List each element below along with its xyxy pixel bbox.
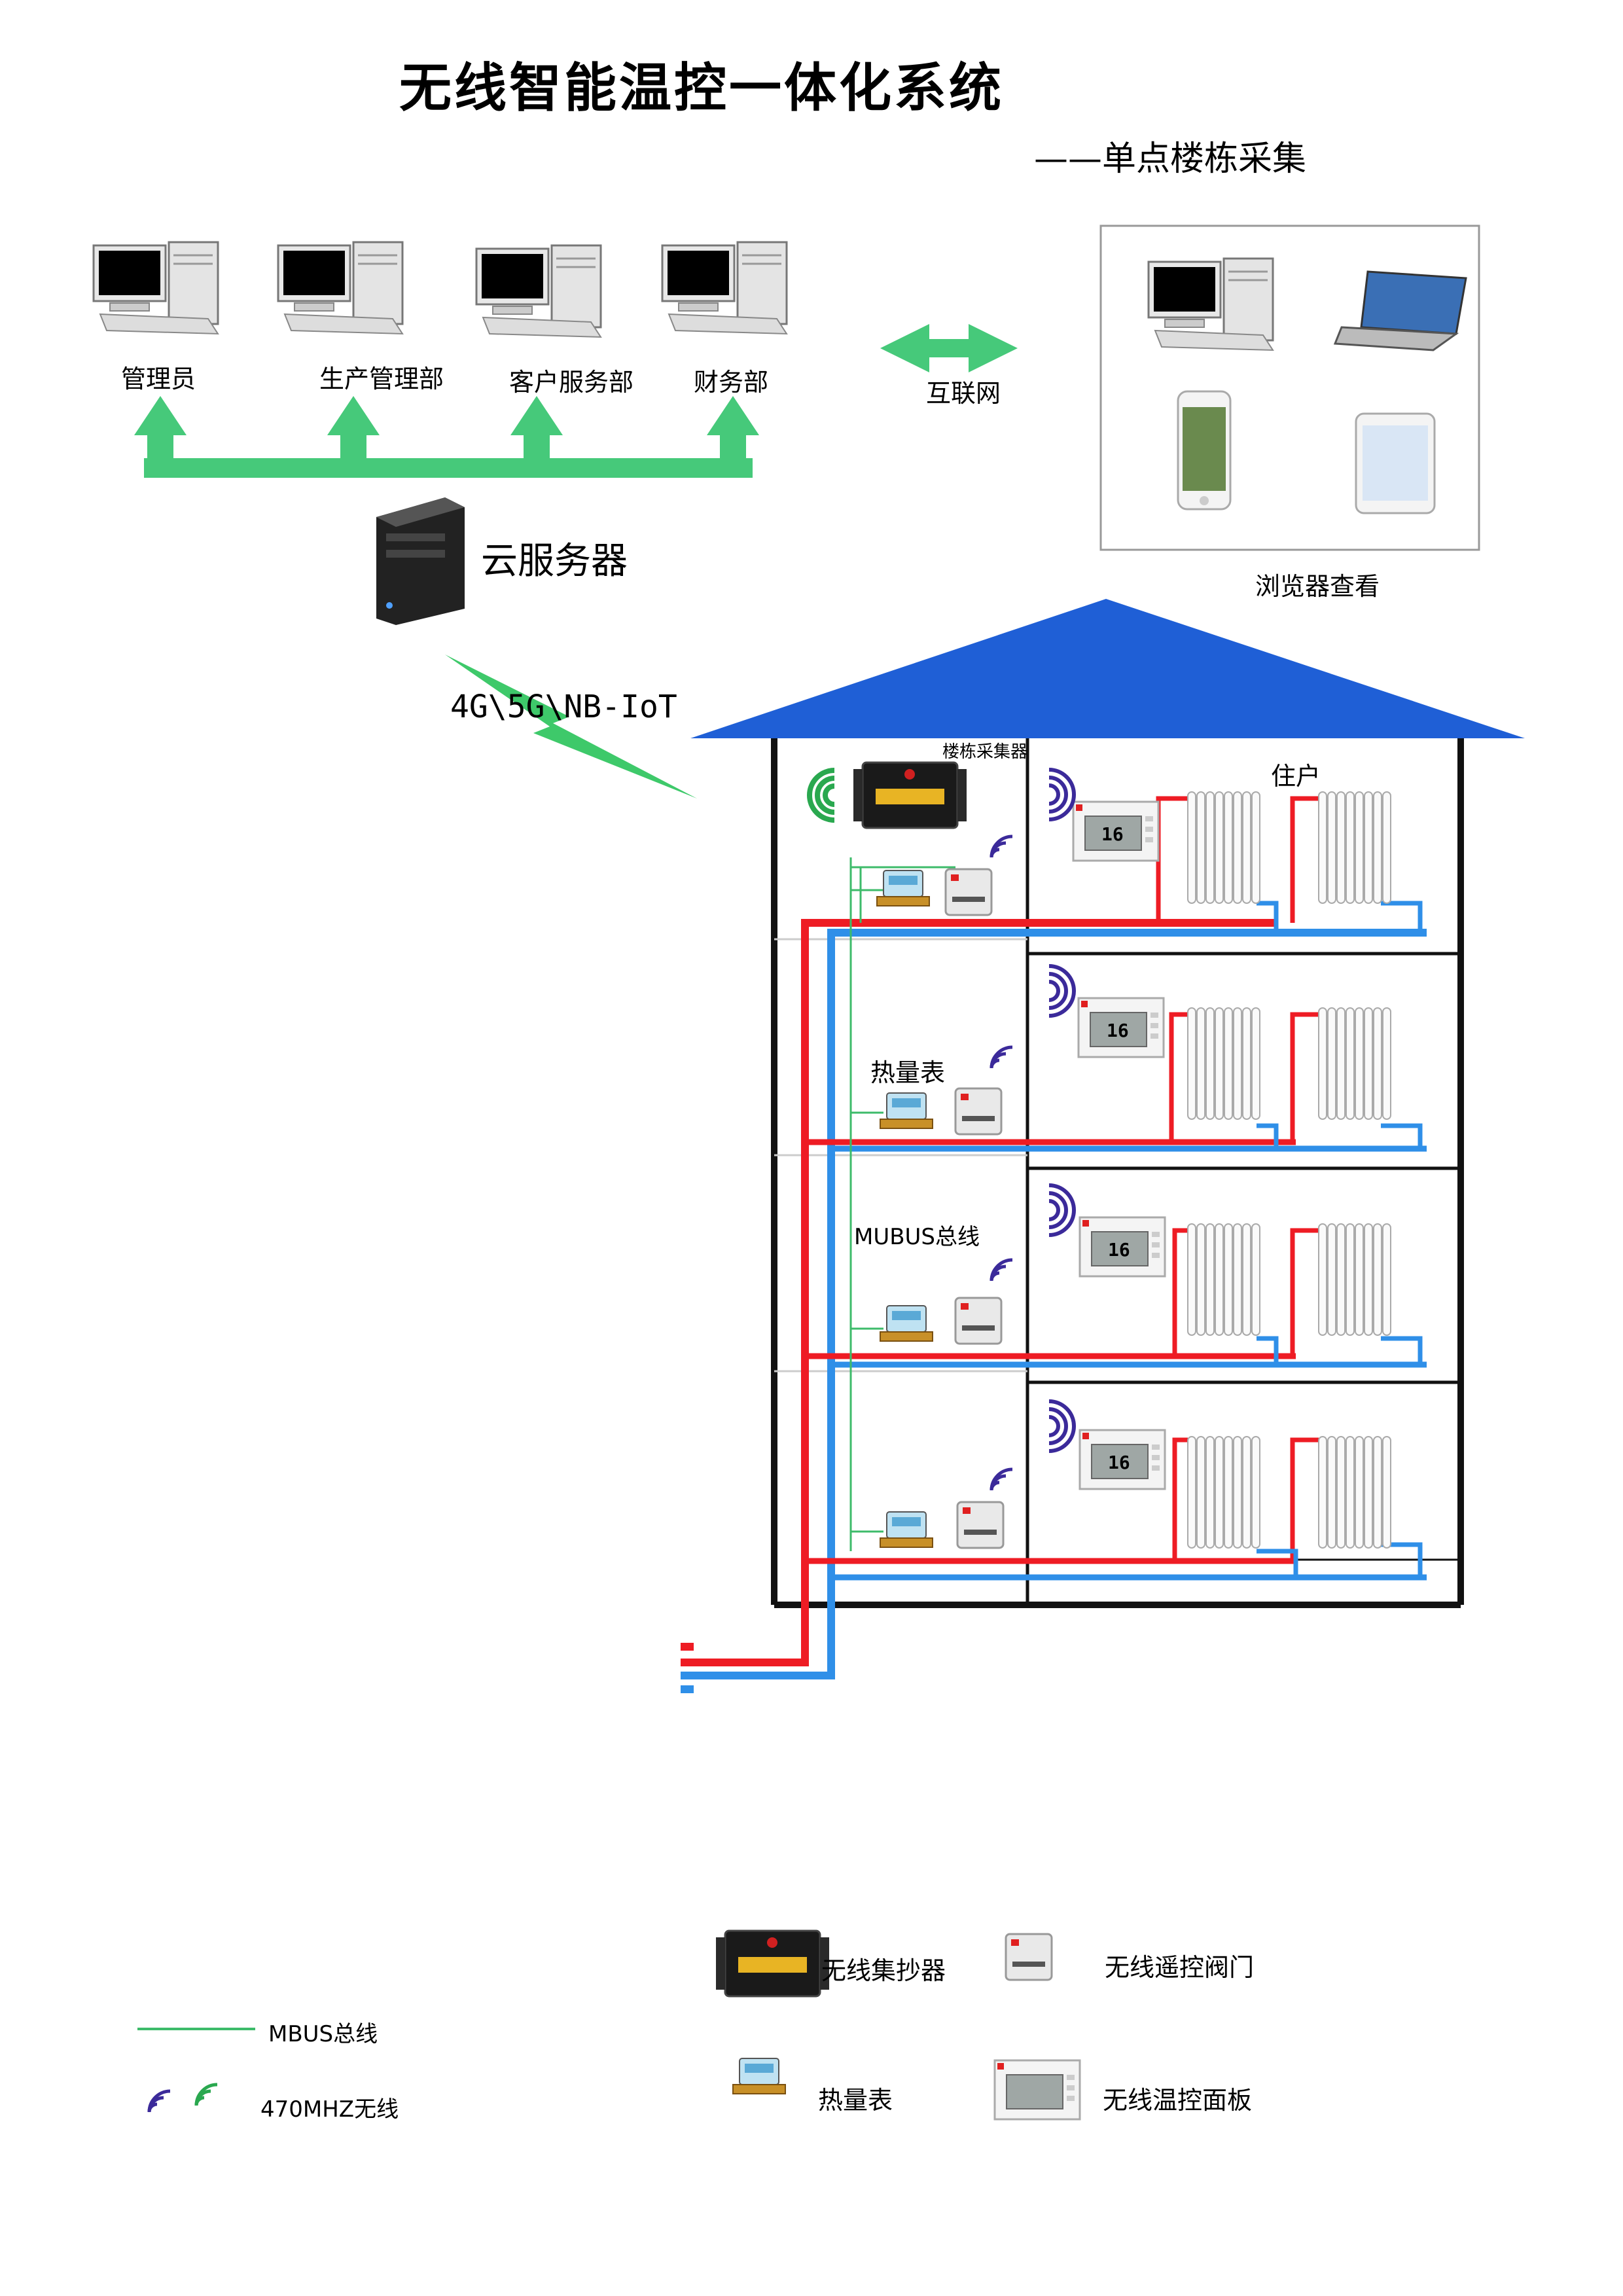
- floor-branch-pipes: [805, 1139, 1427, 1581]
- radiator-icon: [1318, 1436, 1391, 1549]
- dept-label-production: 生产管理部: [319, 365, 444, 393]
- wireless-link-bolt: [445, 655, 697, 798]
- radiator-icon: [1187, 1223, 1260, 1336]
- panel-display: 16: [1108, 1239, 1130, 1261]
- radiator-icon: [1187, 791, 1260, 904]
- radiator-icon: [1318, 791, 1391, 904]
- legend-panel-label: 无线温控面板: [1103, 2086, 1253, 2115]
- radiator-icon: [1318, 1223, 1391, 1336]
- browser-label: 浏览器查看: [1255, 572, 1380, 601]
- laptop-icon: [1333, 270, 1467, 351]
- supply-riser: [681, 919, 1276, 1666]
- comm-label: 4G\5G\NB-IoT: [450, 689, 677, 725]
- heat-meter-icon: [880, 1511, 933, 1548]
- page-subtitle: ——单点楼栋采集: [1034, 139, 1307, 179]
- heat-meter-label: 热量表: [870, 1058, 946, 1087]
- legend-mbus-label: MBUS总线: [268, 2021, 378, 2047]
- supply-inlet: [681, 1643, 694, 1651]
- legend-valve-icon: [1005, 1933, 1053, 1981]
- legend-wireless-label: 470MHZ无线: [260, 2096, 399, 2123]
- collector-wireless-icon: [807, 768, 835, 823]
- radiator-icon: [1187, 1436, 1260, 1549]
- valve-icon: [944, 868, 993, 916]
- mbus-bus-lines: [849, 857, 955, 1551]
- heat-meter-icon: [880, 1305, 933, 1342]
- resident-label: 住户: [1271, 762, 1321, 791]
- panel-display: 16: [1107, 1020, 1129, 1041]
- radiator-icon: [1318, 1007, 1391, 1120]
- pc-icon-production: [277, 241, 404, 335]
- cloud-server-label: 云服务器: [481, 540, 628, 583]
- panel-display: 16: [1101, 823, 1124, 845]
- radiator-icon: [1187, 1007, 1260, 1120]
- cloud-server-icon: [376, 497, 465, 625]
- valve-icon: [954, 1297, 1003, 1345]
- page-title: 无线智能温控一体化系统: [399, 57, 1004, 118]
- network-arrows: [134, 396, 759, 478]
- tablet-icon: [1355, 412, 1436, 514]
- legend-heat-meter-label: 热量表: [818, 2086, 893, 2115]
- dept-label-admin: 管理员: [121, 365, 196, 393]
- valve-icon: [956, 1501, 1005, 1549]
- return-riser: [681, 929, 1427, 1679]
- heat-meter-icon: [876, 870, 930, 906]
- legend-wireless-icon: [149, 2085, 217, 2112]
- dept-label-finance: 财务部: [694, 368, 769, 397]
- legend-panel-icon: [993, 2059, 1081, 2121]
- radiator-pipes: [1156, 796, 1423, 1577]
- pc-icon-service: [475, 244, 602, 338]
- legend-valve-label: 无线遥控阀门: [1105, 1953, 1255, 1982]
- wireless-icon: [1049, 770, 1074, 1451]
- heat-meter-icon: [880, 1092, 933, 1129]
- valve-icon: [954, 1087, 1003, 1136]
- legend-collector-label: 无线集抄器: [821, 1956, 946, 1985]
- dept-label-service: 客户服务部: [509, 368, 634, 397]
- internet-label: 互联网: [926, 379, 1001, 408]
- legend-heat-meter-icon: [732, 2058, 786, 2094]
- building-collector-icon: [852, 761, 968, 829]
- legend-collector-icon: [715, 1929, 830, 1998]
- desktop-icon: [1147, 257, 1274, 351]
- return-inlet: [681, 1685, 694, 1693]
- pc-icon-admin: [92, 241, 219, 335]
- bus-label: MUBUS总线: [854, 1224, 980, 1250]
- collector-label: 楼栋采集器: [942, 742, 1028, 762]
- panel-display: 16: [1108, 1452, 1130, 1473]
- roof: [690, 599, 1525, 738]
- pc-icon-finance: [661, 241, 788, 335]
- smartphone-icon: [1177, 390, 1232, 511]
- internet-arrow-icon: [880, 324, 1018, 372]
